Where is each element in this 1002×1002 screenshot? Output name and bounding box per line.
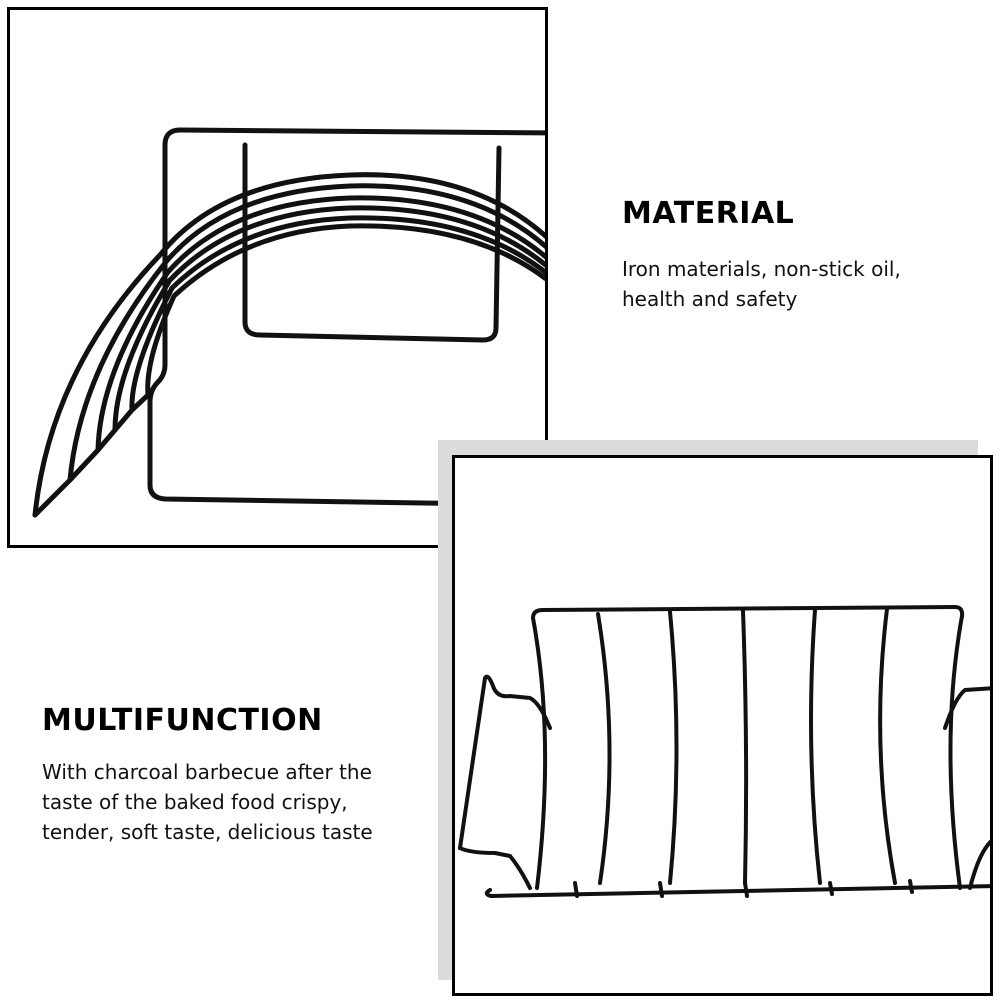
rib-rack-closeup-illustration xyxy=(32,127,545,518)
material-line-1: Iron materials, non-stick oil, xyxy=(622,257,901,281)
multifunction-description: With charcoal barbecue after the taste o… xyxy=(42,757,442,847)
product-image-front xyxy=(452,455,993,996)
product-image-closeup xyxy=(7,7,548,548)
material-heading: MATERIAL xyxy=(622,196,795,231)
material-line-2: health and safety xyxy=(622,287,798,311)
rib-rack-front-illustration xyxy=(458,605,990,898)
multifunction-line-2: taste of the baked food crispy, xyxy=(42,790,348,814)
multifunction-line-3: tender, soft taste, delicious taste xyxy=(42,820,373,844)
multifunction-line-1: With charcoal barbecue after the xyxy=(42,760,372,784)
multifunction-heading: MULTIFUNCTION xyxy=(42,703,323,738)
material-description: Iron materials, non-stick oil, health an… xyxy=(622,254,982,314)
